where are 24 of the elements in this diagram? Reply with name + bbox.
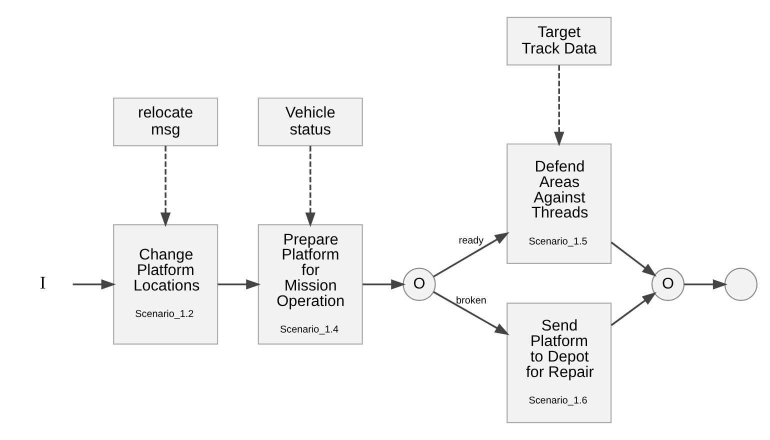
node-box: Prepare Platform for Mission Operation Scenario_1.4 (258, 224, 363, 345)
arrow (684, 279, 728, 290)
node-box: Defend Areas Against Threads Scenario_1.5 (506, 143, 612, 264)
arrow (160, 146, 171, 228)
arrow (610, 292, 657, 326)
arrow (362, 279, 406, 290)
node-circle (724, 268, 758, 301)
node-box: Vehicle status (258, 98, 363, 146)
node-circle: O (402, 268, 436, 301)
node-box: Target Track Data (506, 16, 612, 66)
arrow (305, 146, 316, 228)
node-box: Change Platform Locations Scenario_1.2 (113, 224, 218, 345)
node-box: Send Platform to Depot for Repair Scenario_1.6 (506, 302, 612, 424)
edge-label: broken (456, 295, 486, 306)
arrow (72, 279, 116, 290)
arrow (433, 291, 510, 336)
node-text: I (40, 272, 46, 293)
arrow (610, 242, 657, 277)
node-box: relocate msg (113, 98, 218, 146)
edge-label: ready (458, 236, 484, 247)
arrow (554, 65, 564, 146)
node-circle: O (651, 268, 685, 301)
arrow (218, 279, 261, 290)
arrow (433, 232, 510, 278)
